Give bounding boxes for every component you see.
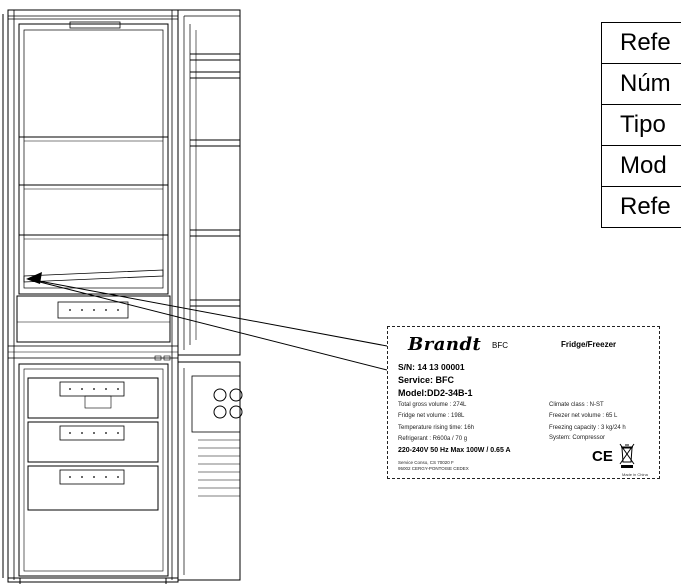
rating-label: Brandt BFC Fridge/Freezer S/N: 14 13 000… [387,326,660,479]
brand-logo: Brandt [408,334,482,355]
product-type: Fridge/Freezer [561,340,617,349]
rising-time: Temperature rising time: 16h [398,425,475,431]
freezer-volume: Freezer net volume : 65 L [549,413,618,419]
made-in-text: Made in China [622,472,648,477]
drawer-handle-dots [69,309,119,478]
climate-class: Climate class : N-ST [549,402,604,408]
brand-code: BFC [492,341,508,350]
freezing-capacity: Freezing capacity : 3 kg/24 h [549,425,626,431]
serial-number: S/N: 14 13 00001 [398,362,465,372]
weee-bin-icon [619,443,635,468]
electrical-rating: 220-240V 50 Hz Max 100W / 0.65 A [398,447,511,454]
fridge-compartment [18,23,169,295]
fridge-door [177,9,241,356]
freezer-compartment [18,363,169,577]
service-address-line-1: Service Conso, CS 70020 F [398,460,454,465]
crisper-drawer [16,295,171,343]
fridge-shelves [19,136,168,240]
gross-volume: Total gross volume : 274L [398,402,467,408]
model-number: Model:DD2-34B-1 [398,388,473,398]
ce-mark-icon: CE [592,448,613,465]
freezer-drawers [27,377,159,511]
refrigerant: Refrigerant : R600a / 70 g [398,436,468,442]
arrowhead [26,272,42,284]
fridge-volume: Fridge net volume : 198L [398,413,465,419]
service-address-line-2: 95002 CERGY-PONTOISE CEDEX [398,466,469,471]
leader-lines [27,278,388,371]
system-type: System: Compressor [549,435,606,441]
freezer-door [177,361,243,581]
service-code: Service: BFC [398,375,455,385]
